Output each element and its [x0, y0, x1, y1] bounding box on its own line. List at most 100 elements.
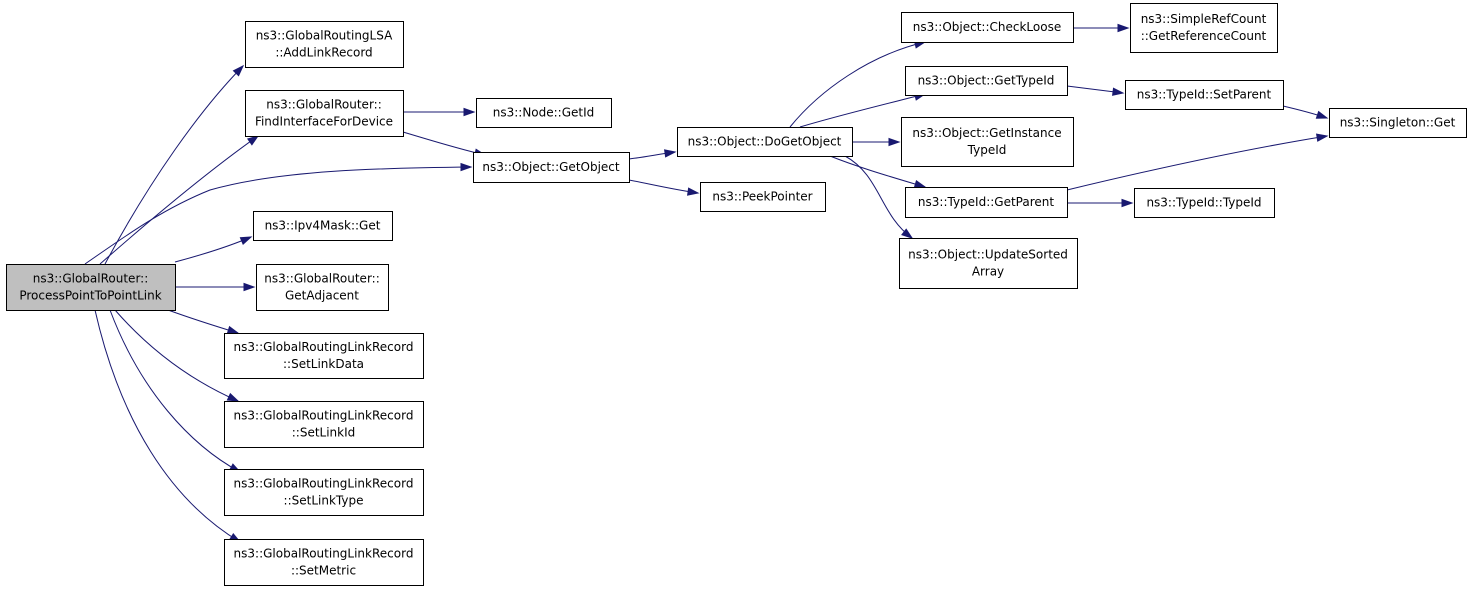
- node-label: Array: [972, 265, 1004, 279]
- node-box: [224, 469, 424, 516]
- node-setlinktype[interactable]: ns3::GlobalRoutingLinkRecord::SetLinkTyp…: [224, 469, 424, 516]
- node-box: [224, 539, 424, 586]
- edge-arrowhead: [226, 392, 240, 402]
- edge-root-to-getobject: [84, 162, 473, 265]
- node-setlinkid[interactable]: ns3::GlobalRoutingLinkRecord::SetLinkId: [224, 401, 424, 448]
- edge-line: [1066, 135, 1328, 191]
- node-box: [899, 238, 1078, 289]
- node-label: ns3::GlobalRouter::: [266, 98, 382, 112]
- edge-arrowhead: [664, 149, 677, 158]
- edge-line: [844, 155, 913, 239]
- edge-arrowhead: [460, 162, 473, 172]
- node-label: ns3::Singleton::Get: [1340, 116, 1456, 130]
- edge-line: [799, 93, 926, 128]
- node-gettypeid[interactable]: ns3::Object::GetTypeId: [905, 66, 1068, 96]
- node-label: ns3::TypeId::GetParent: [918, 195, 1054, 209]
- edge-root-to-findinterface: [99, 135, 260, 265]
- node-label: ProcessPointToPointLink: [19, 289, 161, 303]
- node-label: ns3::Object::GetTypeId: [918, 74, 1055, 88]
- node-label: ::SetMetric: [291, 564, 356, 578]
- edges-layer: [84, 23, 1329, 543]
- node-label: ::AddLinkRecord: [275, 46, 372, 60]
- edge-findinterface-to-getobject: [402, 131, 487, 157]
- node-label: ns3::GlobalRoutingLinkRecord: [234, 409, 414, 423]
- node-findinterface[interactable]: ns3::GlobalRouter::FindInterfaceForDevic…: [245, 90, 404, 137]
- edge-arrowhead: [1112, 87, 1125, 96]
- edge-gettypeid-to-typeidsetparent: [1066, 85, 1125, 96]
- edge-root-to-setlinkid: [114, 309, 240, 402]
- node-box: [245, 21, 404, 68]
- node-box: [901, 12, 1074, 43]
- node-label: ns3::GlobalRouter::: [33, 272, 149, 286]
- node-doGetObject[interactable]: ns3::Object::DoGetObject: [677, 127, 853, 157]
- node-box: [253, 211, 393, 241]
- edge-typeidgetparent-to-singletonget: [1066, 133, 1329, 191]
- node-label: ns3::TypeId::SetParent: [1137, 88, 1272, 102]
- node-box: [245, 90, 404, 137]
- node-box: [1329, 108, 1467, 138]
- edge-arrowhead: [901, 228, 914, 239]
- node-label: ns3::GlobalRoutingLinkRecord: [234, 547, 414, 561]
- node-label: ns3::Ipv4Mask::Get: [265, 219, 381, 233]
- node-getreferencecount[interactable]: ns3::SimpleRefCount::GetReferenceCount: [1130, 3, 1278, 53]
- edge-arrowhead: [1117, 23, 1130, 33]
- node-setlinkdata[interactable]: ns3::GlobalRoutingLinkRecord::SetLinkDat…: [224, 333, 424, 379]
- edge-doGetObject-to-checkloose: [789, 40, 927, 128]
- node-box: [476, 98, 612, 128]
- node-setmetric[interactable]: ns3::GlobalRoutingLinkRecord::SetMetric: [224, 539, 424, 586]
- node-typeidtypeid[interactable]: ns3::TypeId::TypeId: [1134, 188, 1275, 218]
- node-label: ns3::PeekPointer: [712, 190, 812, 204]
- edge-doGetObject-to-getinstancetypeid: [852, 137, 901, 147]
- edge-findinterface-to-nodegetid: [403, 107, 476, 117]
- node-label: ns3::Object::GetObject: [482, 160, 620, 174]
- edge-root-to-getadjacent: [175, 282, 256, 292]
- node-typeidgetparent[interactable]: ns3::TypeId::GetParent: [905, 187, 1068, 218]
- node-singletonget[interactable]: ns3::Singleton::Get: [1329, 108, 1467, 138]
- edge-checkloose-to-getreferencecount: [1073, 23, 1130, 33]
- node-box: [1130, 3, 1278, 53]
- node-ipv4maskget[interactable]: ns3::Ipv4Mask::Get: [253, 211, 393, 241]
- node-box: [700, 182, 826, 212]
- node-peekpointer[interactable]: ns3::PeekPointer: [700, 182, 826, 212]
- edge-line: [114, 309, 239, 402]
- node-label: ns3::SimpleRefCount: [1141, 12, 1267, 26]
- node-box: [224, 333, 424, 379]
- node-getobject[interactable]: ns3::Object::GetObject: [473, 152, 630, 183]
- node-box: [905, 187, 1068, 218]
- node-checkloose[interactable]: ns3::Object::CheckLoose: [901, 12, 1074, 43]
- edge-line: [99, 135, 259, 265]
- node-root[interactable]: ns3::GlobalRouter::ProcessPointToPointLi…: [6, 264, 176, 311]
- edge-getobject-to-peekpointer: [628, 179, 700, 196]
- edge-arrowhead: [913, 179, 927, 189]
- edge-line: [167, 309, 239, 334]
- node-label: ns3::Object::CheckLoose: [913, 20, 1061, 34]
- node-label: ns3::GlobalRoutingLinkRecord: [234, 477, 414, 491]
- node-box: [473, 152, 630, 183]
- edge-root-to-addlinkrecord: [104, 64, 245, 265]
- node-label: GetAdjacent: [285, 289, 359, 303]
- node-label: ns3::Object::GetInstance: [912, 126, 1061, 140]
- nodes-layer: ns3::GlobalRouter::ProcessPointToPointLi…: [6, 3, 1467, 586]
- edge-arrowhead: [888, 137, 901, 147]
- node-box: [256, 264, 389, 311]
- node-addlinkrecord[interactable]: ns3::GlobalRoutingLSA::AddLinkRecord: [245, 21, 404, 68]
- node-label: ::SetLinkId: [292, 426, 356, 440]
- node-label: ns3::Object::DoGetObject: [688, 135, 842, 149]
- edge-line: [94, 309, 241, 543]
- edge-typeidgetparent-to-typeidtypeid: [1067, 198, 1134, 208]
- edge-line: [789, 41, 926, 128]
- node-label: ns3::GlobalRoutingLSA: [256, 29, 393, 43]
- node-getadjacent[interactable]: ns3::GlobalRouter::GetAdjacent: [256, 264, 389, 311]
- edge-root-to-setlinktype: [109, 309, 242, 473]
- node-label: ::GetReferenceCount: [1141, 29, 1267, 43]
- node-typeidsetparent[interactable]: ns3::TypeId::SetParent: [1125, 80, 1284, 110]
- node-nodegetid[interactable]: ns3::Node::GetId: [476, 98, 612, 128]
- edge-line: [402, 131, 486, 156]
- edge-arrowhead: [687, 187, 700, 196]
- edge-root-to-ipv4maskget: [174, 236, 253, 263]
- node-label: ns3::Node::GetId: [493, 106, 595, 120]
- node-label: FindInterfaceForDevice: [255, 115, 393, 129]
- node-box: [1134, 188, 1275, 218]
